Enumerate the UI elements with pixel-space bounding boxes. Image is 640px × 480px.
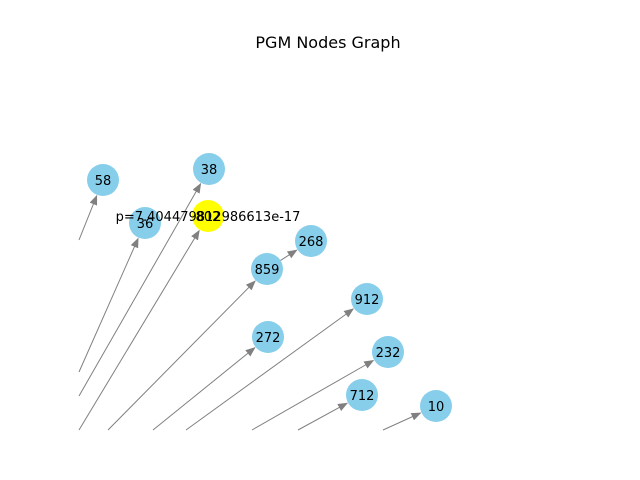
edge-layer (78, 182, 422, 431)
node-label: 38 (201, 163, 218, 178)
edge-arrow (152, 347, 256, 431)
edge-arrow (297, 402, 348, 431)
node-label: 912 (355, 293, 380, 308)
node-label: 802 (196, 210, 221, 225)
node-circle (346, 379, 378, 411)
node-circle (193, 153, 225, 185)
edge-arrow (78, 194, 98, 241)
graph-node: 36 (129, 207, 161, 239)
edge-arrow (107, 280, 256, 431)
graph-node: 712 (346, 379, 378, 411)
edge-arrow (78, 182, 202, 397)
edge-arrow (280, 249, 298, 261)
node-label: 232 (376, 346, 401, 361)
graph-node: 912 (351, 283, 383, 315)
graph-node: 10 (420, 390, 452, 422)
graph-node: 859 (251, 253, 283, 285)
node-label: 58 (95, 174, 112, 189)
node-label: 10 (428, 400, 445, 415)
graph-node: 272 (252, 321, 284, 353)
edge-arrow (78, 229, 200, 431)
node-circle (252, 321, 284, 353)
node-circle (351, 283, 383, 315)
edge-arrow (382, 412, 422, 431)
node-circle (129, 207, 161, 239)
node-label: 272 (256, 331, 281, 346)
graph-node: 58 (87, 164, 119, 196)
graph-node: 232 (372, 336, 404, 368)
node-label: 712 (350, 389, 375, 404)
graph-node: 38 (193, 153, 225, 185)
probability-label: p=7.404479812986613e-17 (116, 210, 301, 225)
node-label: 36 (137, 217, 154, 232)
node-circle (87, 164, 119, 196)
node-label: 268 (299, 235, 324, 250)
node-circle (295, 225, 327, 257)
edge-arrow (251, 360, 375, 431)
highlighted-node: 802 (192, 200, 224, 232)
node-circle (251, 253, 283, 285)
node-circle (372, 336, 404, 368)
node-circle (192, 200, 224, 232)
node-layer: 58 38 36 802 268 859 912 272 232 712 10 (87, 153, 452, 422)
edge-arrow (185, 308, 355, 431)
graph-node: 268 (295, 225, 327, 257)
edge-arrow (78, 237, 139, 373)
node-label: 859 (255, 263, 280, 278)
chart-title: PGM Nodes Graph (255, 33, 400, 52)
node-circle (420, 390, 452, 422)
